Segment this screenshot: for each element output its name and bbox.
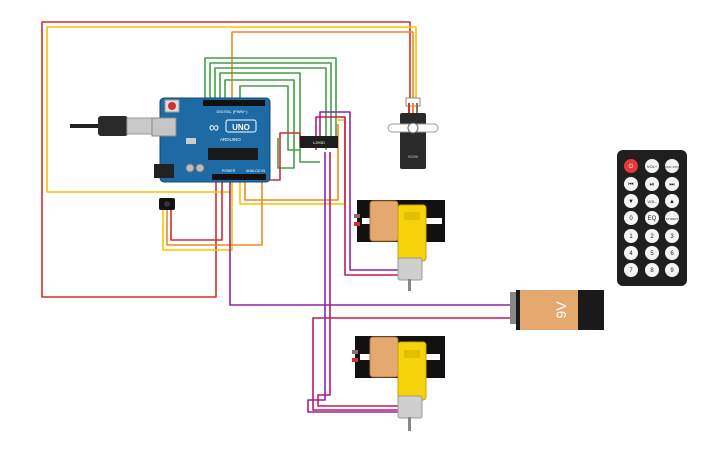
remote-button-label-prev: ⏮ — [628, 182, 634, 188]
battery-9v[interactable]: 9V — [510, 290, 604, 330]
wire-red-outer[interactable] — [41, 21, 411, 298]
wire-green-3[interactable] — [214, 67, 327, 150]
arduino-maker-text: ARDUINO — [220, 137, 241, 142]
remote-button-up[interactable] — [665, 194, 679, 208]
arduino-uno-board[interactable]: ∞ UNO ARDUINO DIGITAL (PWM~) POWER ANALO… — [151, 97, 271, 183]
dc-motor-bottom[interactable] — [352, 336, 445, 431]
wire-red-ir[interactable] — [170, 180, 223, 241]
remote-button-prev[interactable] — [624, 177, 638, 191]
driver-chip-label: L293D — [313, 140, 325, 145]
remote-button-st-rept[interactable] — [665, 211, 679, 225]
remote-button-six[interactable] — [665, 246, 679, 260]
servo-label: SG90 — [408, 154, 419, 159]
usb-port — [151, 117, 177, 137]
analog-header-label: ANALOG IN — [246, 169, 266, 173]
usb-plug-body — [98, 116, 128, 136]
wire-green-4[interactable] — [219, 72, 320, 163]
wire-green-1[interactable] — [204, 57, 337, 140]
remote-button-label-five: 5 — [650, 251, 654, 257]
remote-button-three[interactable] — [665, 229, 679, 243]
wire-purple-battery[interactable] — [229, 178, 512, 306]
wire-green-2[interactable] — [209, 62, 332, 140]
remote-button-func-stop[interactable] — [665, 159, 679, 173]
remote-button-eight[interactable] — [645, 263, 659, 277]
wire-magenta-motor1b[interactable] — [315, 116, 402, 276]
remote-button-label-zero: 0 — [629, 216, 633, 222]
remote-button-down[interactable] — [624, 194, 638, 208]
remote-button-zero[interactable] — [624, 211, 638, 225]
wire-green-6[interactable] — [239, 85, 300, 151]
dc-motor-top[interactable] — [354, 200, 445, 291]
remote-button-label-two: 2 — [650, 234, 654, 240]
remote-button-eq[interactable] — [645, 211, 659, 225]
usb-cable — [70, 116, 162, 136]
remote-button-label-eight: 8 — [650, 268, 654, 274]
digital-header[interactable] — [203, 100, 265, 106]
power-analog-header[interactable] — [212, 174, 266, 180]
remote-button-label-vol-minus: VOL- — [647, 199, 657, 204]
remote-button-label-seven: 7 — [629, 268, 633, 274]
remote-button-label-power: ⏻ — [629, 163, 634, 170]
remote-button-label-vol-plus: VOL+ — [647, 164, 658, 169]
remote-button-label-nine: 9 — [670, 268, 674, 274]
arduino-logo-icon: ∞ — [209, 119, 219, 135]
digital-header-label: DIGITAL (PWM~) — [217, 109, 249, 114]
wire-orange-bus[interactable] — [244, 124, 339, 201]
wire-purple-motor1a[interactable] — [319, 111, 402, 271]
remote-button-label-three: 3 — [670, 234, 674, 240]
power-jack — [154, 164, 174, 178]
remote-button-label-next: ⏭ — [669, 182, 675, 188]
remote-button-label-play-pause: ⏯ — [650, 182, 655, 188]
remote-button-next[interactable] — [665, 177, 679, 191]
remote-button-label-four: 4 — [629, 251, 633, 257]
remote-button-play-pause[interactable] — [645, 177, 659, 191]
atmega-chip — [208, 148, 258, 160]
remote-button-four[interactable] — [624, 246, 638, 260]
remote-button-nine[interactable] — [665, 263, 679, 277]
remote-button-seven[interactable] — [624, 263, 638, 277]
arduino-brand-text: UNO — [232, 123, 250, 132]
remote-button-power[interactable] — [624, 159, 638, 173]
remote-button-label-st-rept: ST REPT — [666, 217, 679, 221]
remote-button-label-down: ▼ — [628, 199, 634, 205]
remote-button-two[interactable] — [645, 229, 659, 243]
wire-green-5[interactable] — [224, 79, 295, 169]
wires — [41, 21, 512, 413]
remote-button-label-six: 6 — [670, 251, 674, 257]
wire-yellow-ir[interactable] — [162, 180, 233, 251]
l293d-driver[interactable]: L293D — [300, 136, 338, 148]
ir-receiver[interactable] — [159, 198, 175, 210]
remote-button-label-eq: EQ — [648, 216, 657, 222]
remote-button-five[interactable] — [645, 246, 659, 260]
remote-button-label-func-stop: FUNC STOP — [663, 165, 680, 169]
wire-magenta-battery[interactable] — [312, 317, 510, 411]
remote-button-label-up: ▲ — [669, 199, 675, 205]
ir-remote[interactable]: ⏻ VOL+ FUNC STOP ⏮ ⏯ ⏭ ▼ VOL- ▲ 0 EQ ST REPT 1 2 3 4 5 6 7… — [617, 150, 687, 286]
remote-button-vol-minus[interactable] — [645, 194, 659, 208]
remote-button-label-one: 1 — [629, 234, 633, 240]
wire-magenta-motor2b[interactable] — [317, 152, 402, 407]
remote-button-one[interactable] — [624, 229, 638, 243]
power-header-label: POWER — [222, 169, 236, 173]
servo-motor[interactable]: SG90 — [387, 97, 439, 169]
usb-cable-cord — [70, 124, 100, 128]
wire-purple-motor2a[interactable] — [307, 152, 402, 413]
battery-label: 9V — [553, 301, 569, 319]
wire-orange-ir[interactable] — [166, 180, 263, 246]
remote-button-vol-plus[interactable] — [645, 159, 659, 173]
